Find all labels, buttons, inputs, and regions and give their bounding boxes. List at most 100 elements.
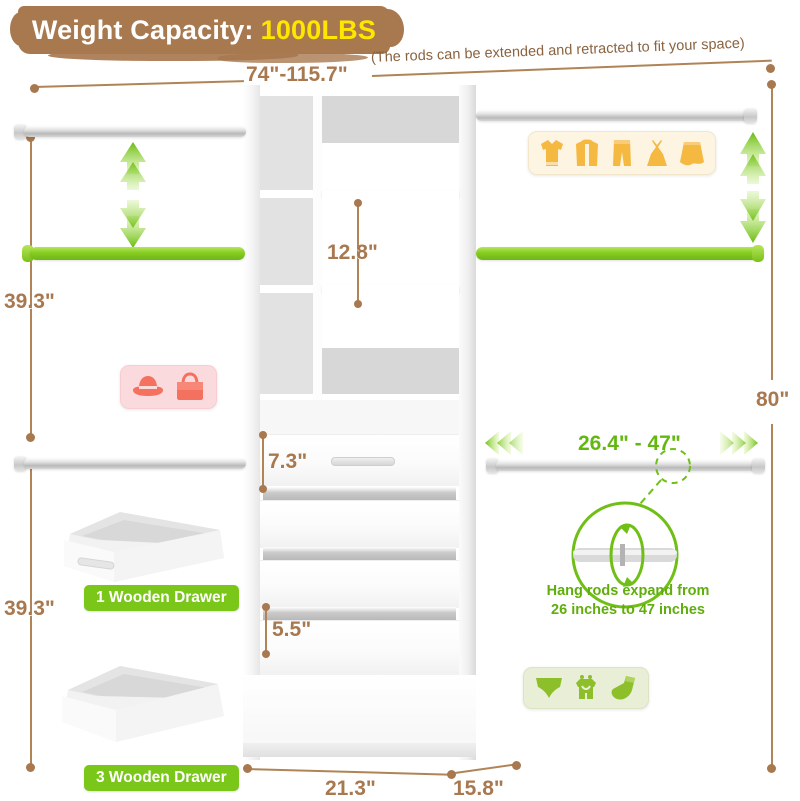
weight-capacity-banner: Weight Capacity: 1000LBS xyxy=(10,6,404,63)
rod-expand-caption-line2: 26 inches to 47 inches xyxy=(551,602,705,618)
banner-brush-stroke xyxy=(10,6,404,54)
rod-expand-range-label: 26.4" - 47" xyxy=(578,432,681,455)
top-drawer-dot-bottom xyxy=(259,485,267,493)
expand-arrow-right-icon xyxy=(720,431,758,455)
left-adjust-arrows-icon xyxy=(120,142,146,248)
right-green-rod xyxy=(476,247,764,260)
shelf-1 xyxy=(322,190,459,198)
rods-extension-note: (The rods can be extended and retracted … xyxy=(370,35,746,66)
hat-icon xyxy=(133,376,163,396)
cabinet-vertical-divider xyxy=(313,96,322,434)
left-upper-dimension-line xyxy=(30,137,32,437)
drawer-handle-top[interactable] xyxy=(331,457,395,466)
rod-twist-magnifier-icon xyxy=(571,501,679,609)
shelf-compartment-3-back xyxy=(322,348,459,394)
left-lower-gray-rod xyxy=(24,458,246,469)
overall-width-leader-line xyxy=(33,80,244,88)
left-upper-rod-cap xyxy=(14,124,27,139)
shelf-gap-dot-bottom xyxy=(354,300,362,308)
left-green-rod xyxy=(30,247,245,260)
shelf-compartment-1-open xyxy=(322,149,459,190)
baby-items-badge xyxy=(523,667,649,709)
total-height-dot-bottom xyxy=(767,764,776,773)
drawer-face-3[interactable] xyxy=(260,620,459,676)
onesie-icon xyxy=(576,675,596,699)
dress-icon xyxy=(647,140,667,166)
wooden-drawer-illustration-3 xyxy=(62,666,224,742)
left-column-shelf-2 xyxy=(260,285,313,293)
sock-icon xyxy=(611,676,635,700)
left-column-compartment-1 xyxy=(260,96,313,190)
left-column-shelf-3 xyxy=(260,394,313,400)
overall-width-dot xyxy=(30,84,39,93)
closet-tower-unit xyxy=(243,85,476,760)
overall-width-label: 74"-115.7" xyxy=(246,63,348,86)
shelf-gap-dimension-line xyxy=(357,205,359,302)
left-upper-gray-rod xyxy=(24,126,246,137)
rod-expand-caption: Hang rods expand from 26 inches to 47 in… xyxy=(543,582,713,620)
pants-icon xyxy=(613,140,631,166)
drawer-count-pill-1: 1 Wooden Drawer xyxy=(84,585,239,611)
left-lower-dimension-line xyxy=(30,462,32,767)
drawer-open-gap-1 xyxy=(263,487,456,500)
cabinet-left-side-panel xyxy=(243,85,260,760)
expanding-rod xyxy=(496,460,762,471)
lower-drawer-dimension-line xyxy=(265,608,267,654)
top-drawer-height-label: 7.3" xyxy=(268,450,308,473)
expanding-rod-cap-left xyxy=(486,458,499,473)
shelf-compartment-2-open xyxy=(322,198,459,285)
cabinet-base-edge xyxy=(243,743,476,757)
drawer-open-gap-2 xyxy=(263,547,456,560)
cabinet-top-panel xyxy=(243,85,476,96)
top-drawer-dimension-line xyxy=(262,436,264,488)
right-upper-gray-rod xyxy=(476,110,754,121)
top-drawer-dot-top xyxy=(259,431,267,439)
handbag-icon xyxy=(177,372,203,400)
lower-drawer-dot-bottom xyxy=(262,650,270,658)
cabinet-right-side-panel xyxy=(459,85,476,760)
drawer-face-1[interactable] xyxy=(260,500,459,548)
right-adjust-arrows-icon xyxy=(740,132,766,243)
shelf-gap-label: 12.8" xyxy=(327,241,378,264)
jacket-icon xyxy=(576,139,598,166)
left-column-shelf-1 xyxy=(260,190,313,198)
expand-arrow-left-icon xyxy=(485,431,523,455)
cabinet-bottom-plinth xyxy=(243,675,476,755)
base-width-dot-left xyxy=(243,764,252,773)
clothes-badge xyxy=(528,131,716,175)
base-width-label: 21.3" xyxy=(325,777,376,800)
total-height-line-lower xyxy=(771,424,773,768)
right-upper-rod-cap xyxy=(744,108,757,123)
shirt-icon xyxy=(541,140,563,166)
base-depth-line xyxy=(454,763,517,774)
base-width-line xyxy=(246,768,452,776)
left-upper-dimension-dot-bottom xyxy=(26,433,35,442)
expanding-rod-cap-right xyxy=(752,458,765,473)
left-lower-rod-cap xyxy=(14,456,27,471)
banner-brush-tail-secondary xyxy=(218,53,368,63)
rods-note-endpoint-dot xyxy=(766,64,775,73)
left-upper-height-label: 39.3" xyxy=(4,290,55,313)
shelf-compartment-1-back xyxy=(322,96,459,143)
left-column-compartment-3 xyxy=(260,293,313,394)
drawer-open-gap-3 xyxy=(263,607,456,620)
cabinet-mid-panel xyxy=(260,400,459,434)
accessories-badge xyxy=(120,365,217,409)
right-green-rod-cap xyxy=(752,245,764,262)
lower-drawer-height-label: 5.5" xyxy=(272,618,312,641)
base-depth-dot-right xyxy=(512,761,521,770)
left-lower-dimension-dot-bottom xyxy=(26,763,35,772)
skirt-icon xyxy=(680,142,704,166)
wooden-drawer-illustration-1 xyxy=(64,512,224,582)
rod-expand-caption-line1: Hang rods expand from xyxy=(546,583,710,599)
lower-drawer-dot-top xyxy=(262,603,270,611)
shelf-1-top-edge xyxy=(322,143,459,149)
underwear-icon xyxy=(536,678,562,698)
shelf-gap-dot-top xyxy=(354,199,362,207)
shelf-compartment-3-open xyxy=(322,293,459,348)
drawer-face-2[interactable] xyxy=(260,560,459,608)
left-lower-height-label: 39.3" xyxy=(4,597,55,620)
base-depth-label: 15.8" xyxy=(453,777,504,800)
base-width-dot-right xyxy=(447,770,456,779)
total-height-dot-top xyxy=(767,80,776,89)
